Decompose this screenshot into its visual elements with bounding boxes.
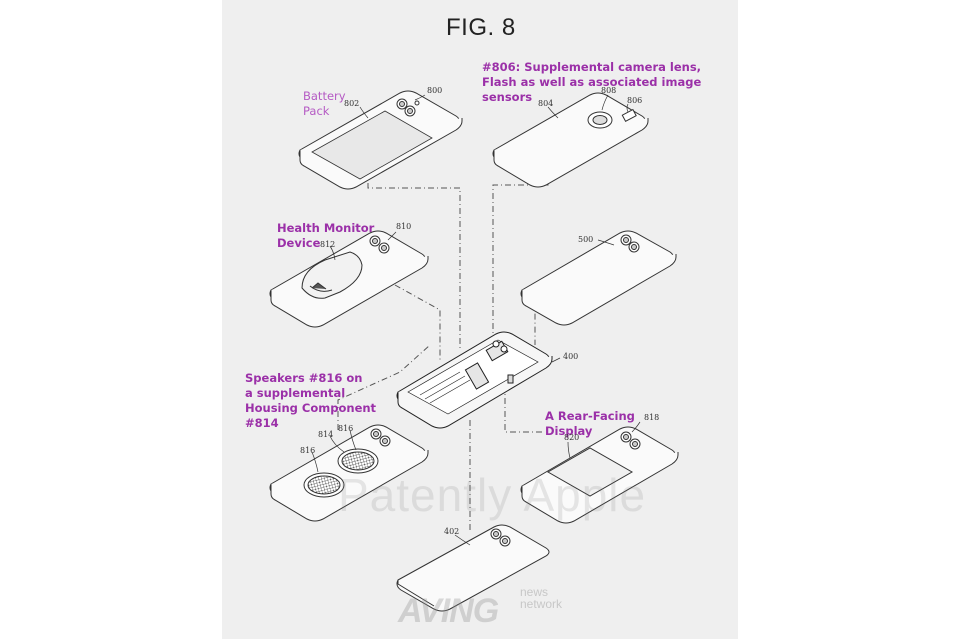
aving-news-network-watermark: news network [520, 585, 563, 611]
ref-816-lower: 816 [300, 446, 316, 455]
phone-804 [492, 92, 649, 188]
ref-500: 500 [578, 235, 594, 244]
ref-806: 806 [627, 96, 643, 105]
ref-802: 802 [344, 99, 360, 108]
phone-402 [396, 524, 550, 612]
patently-apple-watermark: Patently Apple [338, 469, 647, 521]
phone-800 [298, 90, 463, 190]
phone-400-housing [396, 331, 553, 429]
ref-800: 800 [427, 86, 443, 95]
phone-818 [520, 426, 679, 524]
phone-810 [269, 230, 429, 328]
ref-818: 818 [644, 413, 660, 422]
ref-814: 814 [318, 430, 334, 439]
callout-health-monitor: Health Monitor Device [277, 221, 375, 250]
ref-816-upper: 816 [338, 424, 354, 433]
figure-title: FIG. 8 [446, 14, 516, 41]
ref-820: 820 [564, 433, 580, 442]
ref-804: 804 [538, 99, 554, 108]
ref-812: 812 [320, 240, 336, 249]
callout-supplemental-camera: #806: Supplemental camera lens, Flash as… [482, 60, 702, 104]
phone-814 [269, 424, 429, 522]
phone-500 [520, 230, 677, 326]
ref-810: 810 [396, 222, 412, 231]
aving-watermark: AVING [398, 592, 499, 630]
leader-lines [311, 94, 641, 546]
ref-808: 808 [601, 86, 617, 95]
callout-battery-pack: Battery Pack [303, 89, 346, 118]
callout-speakers: Speakers #816 on a supplemental Housing … [245, 371, 377, 430]
callout-rear-display: A Rear-Facing Display [545, 409, 635, 438]
ref-402: 402 [444, 527, 460, 536]
ref-400: 400 [563, 352, 579, 361]
